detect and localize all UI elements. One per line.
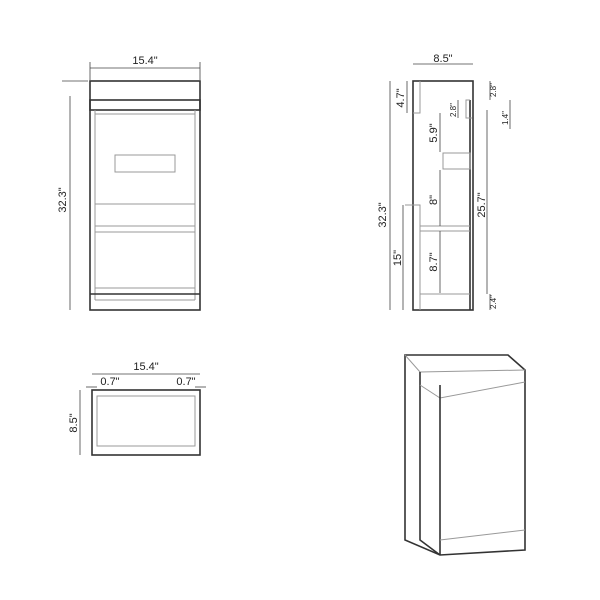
door-height-label: 15" xyxy=(392,250,404,266)
step-label: 1.4" xyxy=(501,111,510,125)
front-view: 15.4" 32.3" xyxy=(57,55,201,311)
side-height-label: 32.3" xyxy=(377,202,389,227)
top-rail-label: 4.7" xyxy=(395,88,407,107)
top-depth-label: 8.5" xyxy=(68,413,80,432)
middle-shelf-label: 8" xyxy=(428,195,440,205)
right-panel-label: 0.7" xyxy=(176,376,195,388)
interior-height-label: 25.7" xyxy=(476,192,488,217)
top-right-label: 2.8" xyxy=(489,83,498,97)
side-depth-label: 8.5" xyxy=(433,53,452,65)
isometric-view xyxy=(404,354,526,556)
handle-recess xyxy=(114,154,176,173)
lower-shelf-label: 8.7" xyxy=(428,252,440,271)
top-view: 15.4" 0.7" 0.7" 8.5" xyxy=(68,361,206,456)
top-gap-label: 2.8" xyxy=(449,103,458,117)
front-width-label: 15.4" xyxy=(132,55,157,67)
left-panel-label: 0.7" xyxy=(100,376,119,388)
top-width-label: 15.4" xyxy=(133,361,158,373)
upper-shelf-label: 5.9" xyxy=(428,123,440,142)
base-label: 2.4" xyxy=(489,295,498,309)
front-height-label: 32.3" xyxy=(57,187,69,212)
side-view: 8.5" 32.3" 4.7" 2.8" 2.8" 1.4" 5.9" 8" 8… xyxy=(377,53,511,311)
